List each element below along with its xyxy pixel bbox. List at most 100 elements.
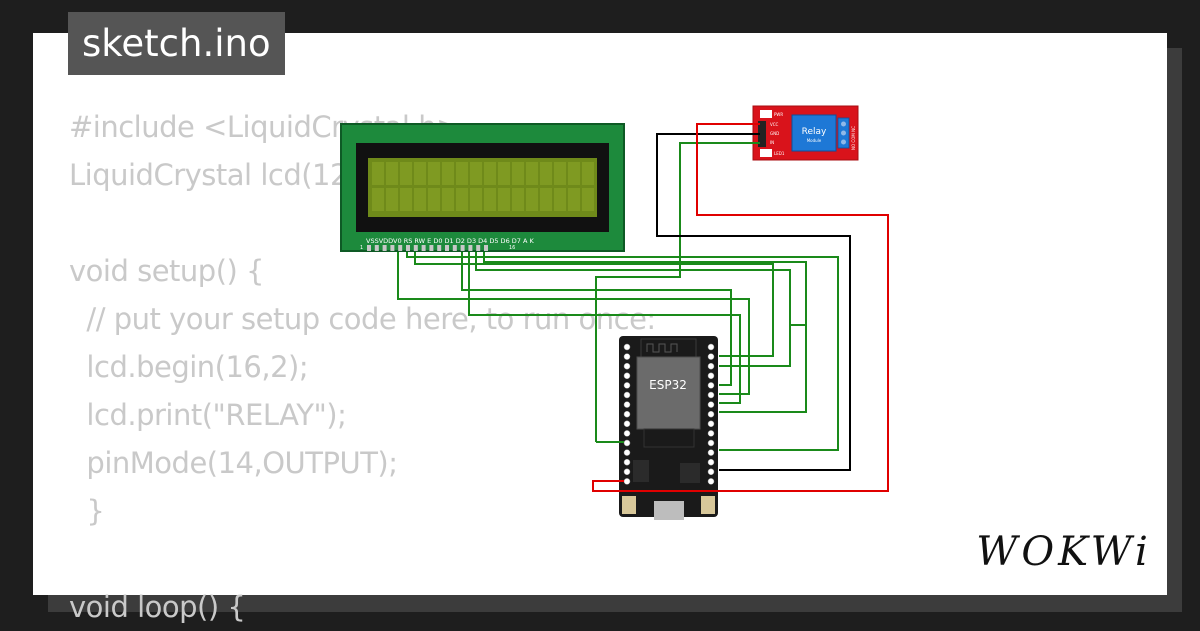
en-button[interactable] [701, 496, 715, 514]
lcd-cell [400, 188, 412, 211]
lcd-cell [554, 188, 566, 211]
lcd-pin[interactable] [367, 245, 371, 251]
lcd-cell [568, 188, 580, 211]
lcd-pin[interactable] [406, 245, 410, 251]
esp32-pin[interactable] [707, 382, 715, 389]
relay-pin-in: IN [770, 140, 774, 145]
wokwi-logo-text: WOKWi [976, 529, 1152, 575]
lcd-cell [526, 162, 538, 185]
relay-pin-header [758, 121, 766, 147]
esp32-pin[interactable] [707, 449, 715, 456]
wire-green [468, 252, 741, 404]
lcd-pin[interactable] [429, 245, 434, 251]
esp32-pin[interactable] [623, 430, 631, 437]
lcd-display[interactable]: VSSVDDV0 RS RW E D0 D1 D2 D3 D4 D5 D6 D7… [340, 123, 625, 252]
esp32-pin[interactable] [623, 420, 631, 428]
code-line: pinMode(14,OUTPUT); [69, 446, 398, 480]
voltage-regulator [633, 460, 649, 482]
wire-green [414, 252, 774, 357]
relay-pwr-label: PWR [774, 112, 783, 117]
esp32-pin[interactable] [623, 362, 631, 370]
lcd-cell [372, 162, 384, 185]
relay-module[interactable]: PWR LED1 VCC GND IN Relay Module NO COM … [752, 105, 859, 161]
lcd-cell [400, 162, 412, 185]
lcd-pin[interactable] [413, 245, 418, 251]
esp32-pin[interactable] [623, 439, 631, 447]
lcd-cell [484, 188, 496, 211]
relay-led-label: LED1 [774, 151, 785, 156]
sketch-title-tab[interactable]: sketch.ino [68, 12, 285, 75]
esp32-pin[interactable] [623, 401, 631, 408]
code-line: void loop() { [69, 590, 246, 624]
lcd-cell [470, 162, 482, 185]
lcd-pin[interactable] [468, 245, 473, 251]
esp32-pin[interactable] [623, 382, 631, 389]
lcd-pin[interactable] [421, 245, 426, 251]
lcd-cell [386, 162, 398, 185]
esp32-pin[interactable] [707, 420, 715, 428]
esp32-pin[interactable] [707, 353, 715, 360]
wire-green [595, 142, 760, 442]
lcd-pin-labels: VSSVDDV0 RS RW E D0 D1 D2 D3 D4 D5 D6 D7… [366, 237, 534, 245]
relay-title: Relay [802, 127, 827, 137]
lcd-cell [498, 162, 510, 185]
lcd-cell [498, 188, 510, 211]
esp32-pin[interactable] [707, 458, 715, 466]
wokwi-logo: WOKWi [974, 522, 1154, 586]
lcd-cell [470, 188, 482, 211]
lcd-cell [442, 162, 454, 185]
esp32-pin[interactable] [707, 478, 715, 485]
esp32-pin[interactable] [623, 353, 631, 360]
lcd-cell [568, 162, 580, 185]
esp32-pin[interactable] [623, 391, 631, 399]
lcd-cell [540, 162, 552, 185]
esp32-pin[interactable] [707, 410, 715, 418]
lcd-pin-first: 1 [360, 245, 363, 251]
esp32-board[interactable]: ESP32 [619, 336, 718, 520]
lcd-cell [484, 162, 496, 185]
esp32-pin[interactable] [623, 372, 631, 380]
lcd-pin[interactable] [437, 245, 442, 251]
lcd-cell [456, 188, 468, 211]
lcd-cell [582, 188, 594, 211]
led1-indicator [760, 149, 772, 157]
esp32-pin[interactable] [707, 401, 715, 408]
lcd-cell [512, 188, 524, 211]
esp32-pin[interactable] [707, 430, 715, 437]
lcd-pin-last: 16 [509, 245, 515, 251]
esp32-pin[interactable] [623, 468, 631, 476]
lcd-pin[interactable] [374, 245, 379, 251]
lcd-pin[interactable] [390, 245, 395, 251]
lcd-pin[interactable] [484, 245, 488, 251]
esp32-pin[interactable] [707, 362, 715, 370]
lcd-pin[interactable] [445, 245, 449, 251]
lcd-pin[interactable] [398, 245, 403, 251]
esp32-pin[interactable] [623, 343, 631, 351]
lcd-pin[interactable] [452, 245, 457, 251]
esp32-pin[interactable] [707, 468, 715, 476]
lcd-cell [582, 162, 594, 185]
lcd-pin[interactable] [476, 245, 481, 251]
esp32-pin[interactable] [623, 458, 631, 466]
pwr-led [760, 110, 772, 118]
code-line: lcd.begin(16,2); [69, 350, 309, 384]
esp32-pin[interactable] [707, 439, 715, 447]
esp32-pin[interactable] [707, 372, 715, 380]
lcd-cell [414, 162, 426, 185]
lcd-cell [372, 188, 384, 211]
lcd-pin[interactable] [460, 245, 465, 251]
lcd-cell [456, 162, 468, 185]
esp32-pin[interactable] [623, 449, 631, 456]
lcd-pin[interactable] [382, 245, 387, 251]
esp32-pin[interactable] [707, 343, 715, 351]
boot-button[interactable] [622, 496, 636, 514]
esp32-pins [623, 343, 715, 485]
esp32-pin[interactable] [707, 391, 715, 399]
esp32-pin[interactable] [623, 410, 631, 418]
esp32-pin[interactable] [623, 478, 631, 485]
code-line: // put your setup code here, to run once… [69, 302, 656, 336]
wire-red [592, 123, 889, 492]
relay-pin-gnd: GND [770, 131, 779, 136]
wire-green [461, 252, 732, 386]
